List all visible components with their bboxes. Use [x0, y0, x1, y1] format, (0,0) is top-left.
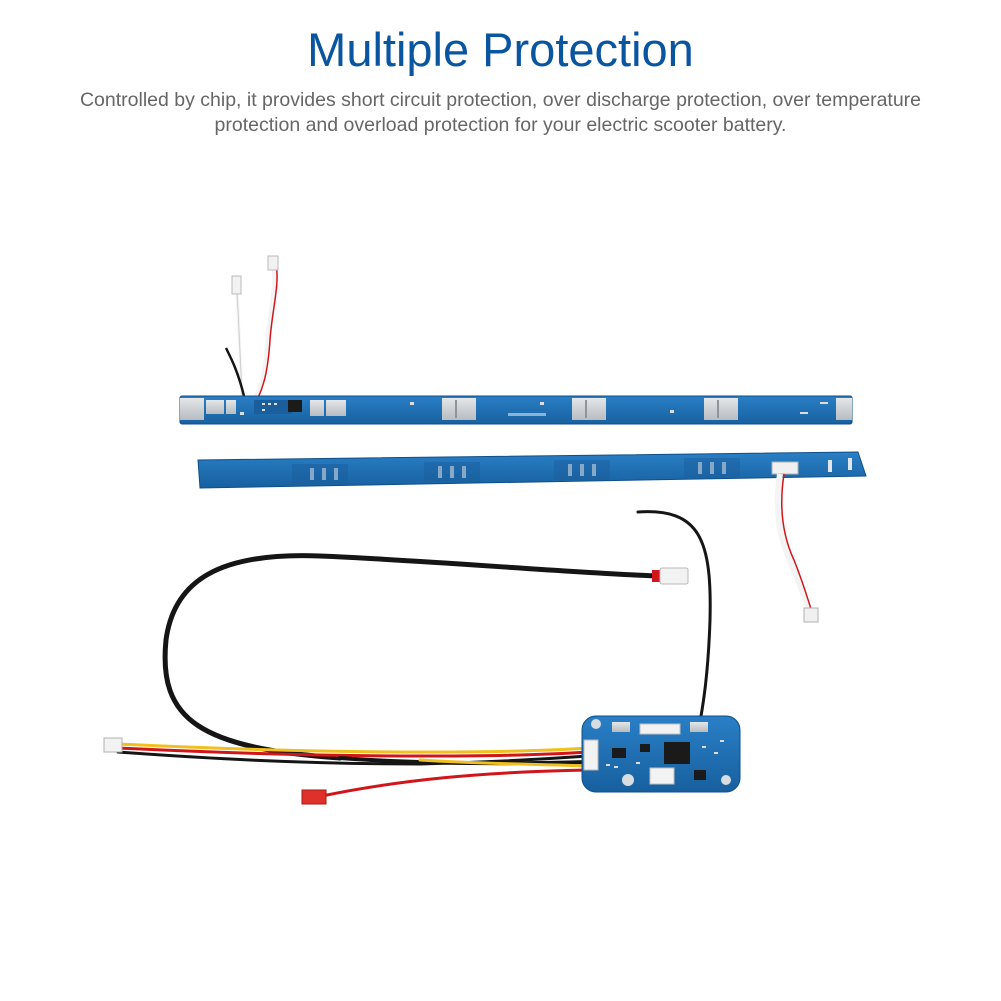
wire-harness	[116, 510, 712, 798]
page-title: Multiple Protection	[307, 23, 694, 76]
top-balance-strip	[179, 255, 853, 425]
red-connector	[301, 789, 327, 805]
page-description: Controlled by chip, it provides short ci…	[79, 89, 922, 136]
bottom-balance-strip	[197, 451, 867, 623]
bms-main-board	[581, 715, 741, 793]
white-connector	[103, 737, 123, 753]
battery-connector	[652, 567, 689, 585]
